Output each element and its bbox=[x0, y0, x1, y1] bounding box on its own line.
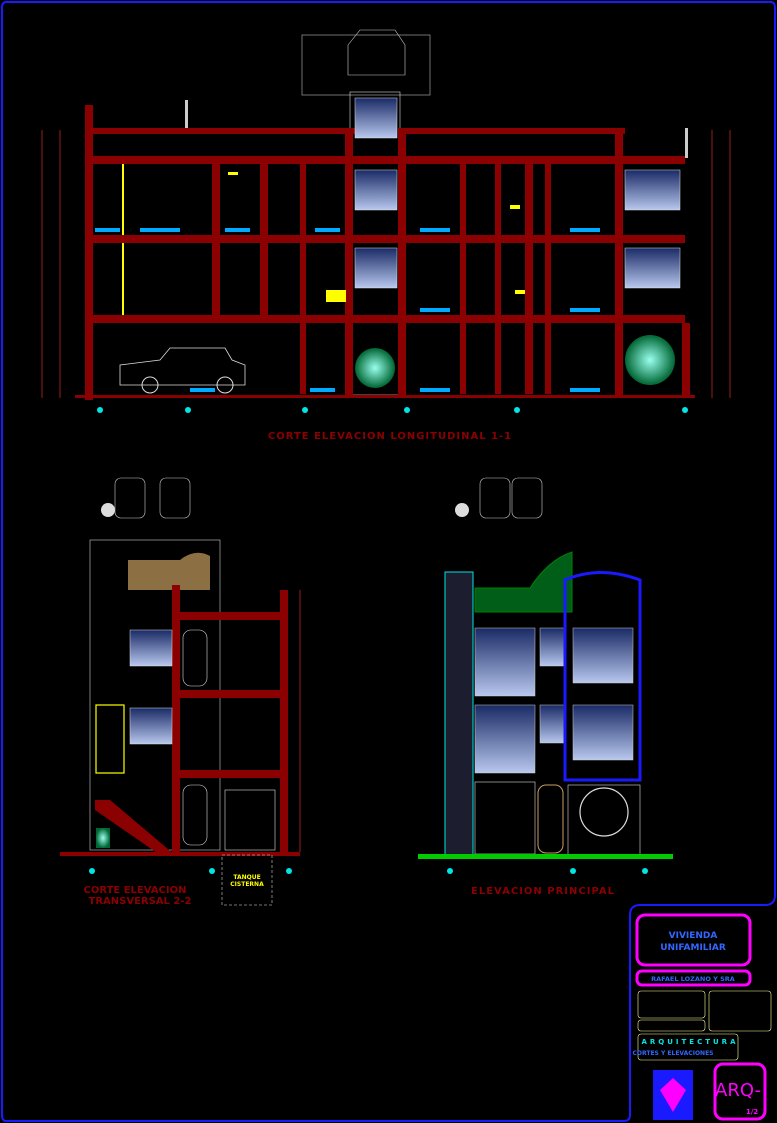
axis-markers bbox=[447, 868, 648, 874]
transversal-title-2: TRANSVERSAL 2-2 bbox=[89, 896, 192, 907]
door bbox=[182, 629, 208, 687]
slab bbox=[85, 315, 685, 323]
columns bbox=[212, 128, 690, 398]
sheet-content: CORTES Y ELEVACIONES bbox=[633, 1050, 714, 1057]
title-block: VIVIENDA UNIFAMILIAR RAFAEL LOZANO Y SRA… bbox=[633, 913, 772, 1121]
axis-markers bbox=[97, 407, 688, 413]
transversal-title-1: CORTE ELEVACION bbox=[84, 885, 187, 896]
longitudinal-section: CORTE ELEVACION LONGITUDINAL 1-1 bbox=[41, 29, 731, 442]
logo-icon bbox=[660, 1078, 686, 1112]
dimension-lines bbox=[41, 130, 731, 398]
brick-wall bbox=[444, 571, 474, 856]
door bbox=[182, 784, 208, 846]
project-name-1: VIVIENDA bbox=[669, 931, 718, 941]
water-tank bbox=[479, 477, 511, 519]
garage-gate bbox=[567, 784, 641, 856]
water-tank bbox=[114, 477, 146, 519]
cistern-label-2: CISTERNA bbox=[230, 881, 264, 888]
slab bbox=[85, 156, 685, 164]
car-icon bbox=[119, 347, 246, 394]
windows bbox=[354, 97, 681, 289]
slab bbox=[85, 235, 685, 243]
principal-elevation: ELEVACION PRINCIPAL bbox=[418, 477, 673, 897]
tree-icon bbox=[355, 348, 395, 388]
axis-markers bbox=[89, 868, 292, 874]
windows bbox=[474, 627, 634, 774]
water-tank bbox=[511, 477, 543, 519]
transversal-section: TANQUE CISTERNA CORTE ELEVACION TRANSVER… bbox=[60, 477, 301, 907]
specialty: ARQUITECTURA bbox=[641, 1038, 738, 1046]
sheet-code: ARQ- bbox=[715, 1080, 761, 1101]
ground-line bbox=[75, 395, 695, 398]
cistern-label-1: TANQUE bbox=[233, 874, 260, 881]
owner-name: RAFAEL LOZANO Y SRA bbox=[651, 975, 735, 983]
principal-title: ELEVACION PRINCIPAL bbox=[471, 886, 615, 897]
ground-line bbox=[418, 854, 673, 859]
water-tank bbox=[347, 29, 406, 76]
project-name-2: UNIFAMILIAR bbox=[660, 943, 726, 953]
sheet-number: 1/2 bbox=[746, 1108, 758, 1116]
cistern bbox=[221, 854, 273, 906]
longitudinal-title: CORTE ELEVACION LONGITUDINAL 1-1 bbox=[268, 431, 512, 442]
stair bbox=[95, 800, 175, 855]
water-tank bbox=[159, 477, 191, 519]
tree-icon bbox=[625, 335, 675, 385]
door bbox=[537, 784, 564, 854]
car-icon bbox=[224, 789, 276, 851]
